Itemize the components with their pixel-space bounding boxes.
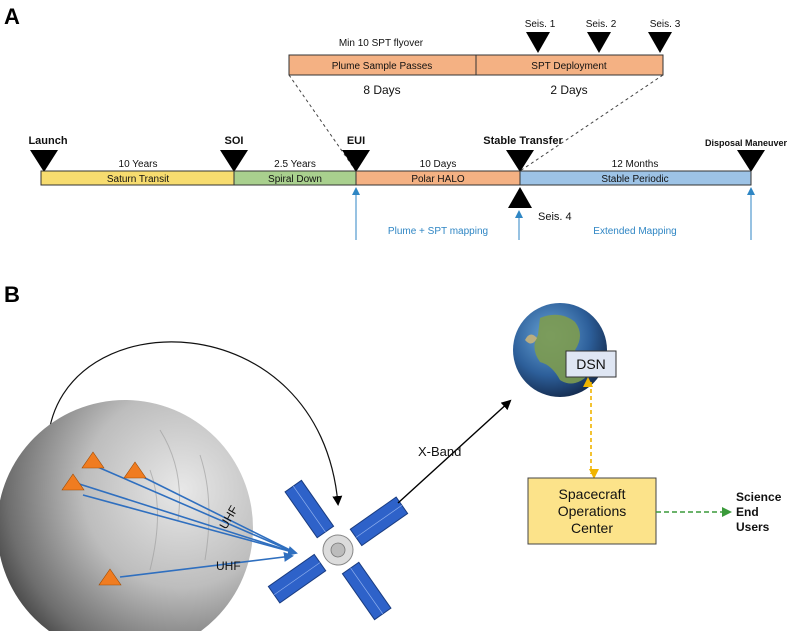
science-users-line-2: End: [736, 505, 759, 519]
seismometer-triangle-1: [81, 451, 105, 469]
plume-passes-label: Plume Sample Passes: [332, 61, 433, 72]
uhf-label-lower: UHF: [216, 559, 241, 573]
science-users-line-3: Users: [736, 520, 770, 534]
disposal-triangle: [737, 150, 765, 172]
phase-label-spiral-down: Spiral Down: [268, 174, 322, 185]
seismometer-triangle-4: [98, 568, 122, 586]
seis-2-label: Seis. 2: [586, 19, 617, 30]
ops-center-line-3: Center: [571, 520, 613, 536]
stable-transfer-triangle: [506, 150, 534, 172]
soi-triangle: [220, 150, 248, 172]
orbit-arc: [47, 341, 343, 506]
seis-1-label: Seis. 1: [525, 19, 556, 30]
xband-label: X-Band: [418, 444, 461, 459]
phase-label-polar-halo: Polar HALO: [411, 174, 465, 185]
uhf-link-5: [119, 552, 294, 578]
phase-label-stable-periodic: Stable Periodic: [601, 174, 668, 185]
phase-stable-periodic: [519, 170, 752, 186]
ops-center-line-2: Operations: [558, 503, 626, 519]
seis-1-triangle: [526, 32, 550, 53]
spt-deployment-box: [475, 54, 664, 76]
xband-link: [397, 399, 512, 504]
duration-2-days: 2 Days: [550, 83, 587, 97]
launch-triangle: [30, 150, 58, 172]
milestone-launch: Launch: [28, 135, 67, 147]
milestone-stable-transfer: Stable Transfer: [483, 135, 563, 147]
seis-2-triangle: [587, 32, 611, 53]
milestone-soi: SOI: [225, 135, 244, 147]
seismometer-triangle-2: [61, 473, 85, 491]
flyover-title: Min 10 SPT flyover: [339, 38, 424, 49]
earth-land-patch: [525, 334, 537, 344]
science-users-line-1: Science: [736, 490, 782, 504]
panel-b-label: B: [4, 282, 20, 307]
uhf-link-2: [72, 481, 297, 554]
uhf-link-1: [92, 464, 297, 554]
duration-polar-halo: 10 Days: [420, 159, 457, 170]
ops-center-box: [527, 477, 657, 545]
spacecraft: [267, 479, 409, 621]
phase-label-saturn-transit: Saturn Transit: [107, 174, 169, 185]
duration-stable-periodic: 12 Months: [612, 159, 659, 170]
seismometer-triangle-3: [123, 461, 147, 479]
ops-center-line-1: Spacecraft: [559, 486, 626, 502]
uhf-link-4: [82, 494, 298, 556]
duration-saturn-transit: 10 Years: [119, 159, 158, 170]
milestone-disposal-maneuver: Disposal Maneuver: [705, 138, 788, 148]
uhf-link-3: [134, 472, 297, 554]
seis-4-label: Seis. 4: [538, 211, 572, 223]
enceladus-moon: [0, 400, 253, 631]
seis-3-triangle: [648, 32, 672, 53]
mapping-label-extended: Extended Mapping: [593, 226, 676, 237]
panel-a-label: A: [4, 4, 20, 29]
zoom-line-left: [288, 74, 357, 172]
dsn-label: DSN: [576, 356, 606, 372]
duration-spiral-down: 2.5 Years: [274, 159, 316, 170]
duration-8-days: 8 Days: [363, 83, 400, 97]
seis-4-triangle: [508, 187, 532, 208]
seis-3-label: Seis. 3: [650, 19, 681, 30]
spt-deployment-label: SPT Deployment: [531, 61, 607, 72]
mapping-label-plume-spt: Plume + SPT mapping: [388, 226, 488, 237]
zoom-line-right: [519, 74, 664, 172]
eui-triangle: [342, 150, 370, 172]
milestone-eui: EUI: [347, 135, 365, 147]
